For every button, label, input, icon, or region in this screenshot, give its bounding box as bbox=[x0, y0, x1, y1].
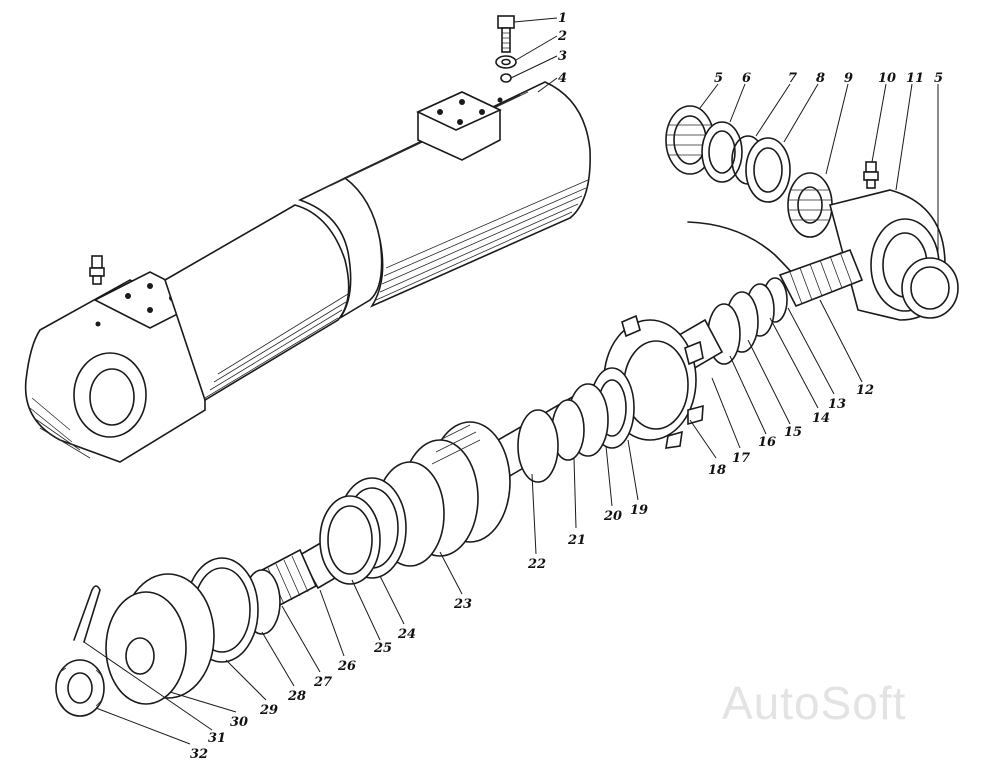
callout-17: 17 bbox=[732, 451, 750, 466]
callout-19: 19 bbox=[630, 503, 648, 518]
grease-nipple-rear-icon bbox=[89, 255, 105, 285]
callout-1: 1 bbox=[558, 11, 567, 26]
callout-21: 21 bbox=[567, 533, 586, 548]
callout-18: 18 bbox=[708, 463, 726, 478]
callout-10: 10 bbox=[878, 71, 896, 86]
port-bolt-1 bbox=[497, 15, 515, 53]
callout-14: 14 bbox=[812, 411, 830, 426]
o-ring-3 bbox=[500, 73, 512, 83]
cylinder-barrel bbox=[24, 81, 591, 463]
watermark: AutoSoft bbox=[722, 677, 907, 729]
callout-7: 7 bbox=[788, 71, 797, 86]
leader-lines bbox=[83, 17, 939, 745]
callout-32: 32 bbox=[190, 747, 208, 762]
callout-11: 11 bbox=[906, 71, 924, 86]
cotter-pin-31-icon bbox=[73, 585, 101, 643]
grease-nipple-front-icon bbox=[863, 161, 879, 189]
callout-22: 22 bbox=[527, 557, 546, 572]
callout-8: 8 bbox=[816, 71, 825, 86]
callout-5-left: 5 bbox=[714, 71, 723, 86]
cylinder-head-group bbox=[665, 105, 959, 321]
callout-5-right: 5 bbox=[934, 71, 943, 86]
callout-2: 2 bbox=[557, 29, 567, 44]
callout-28: 28 bbox=[287, 689, 306, 704]
callout-3: 3 bbox=[558, 49, 567, 64]
callout-30: 30 bbox=[230, 715, 248, 730]
callout-4: 4 bbox=[558, 71, 567, 86]
callout-13: 13 bbox=[828, 397, 846, 412]
callout-20: 20 bbox=[603, 509, 622, 524]
callout-12: 12 bbox=[856, 383, 874, 398]
callout-9: 9 bbox=[844, 71, 853, 86]
piston-rod-assembly bbox=[55, 248, 864, 717]
callout-16: 16 bbox=[758, 435, 776, 450]
callout-25: 25 bbox=[373, 641, 392, 656]
castle-nut-32-icon bbox=[55, 659, 105, 717]
washer-2 bbox=[495, 55, 517, 69]
callout-15: 15 bbox=[784, 425, 802, 440]
callout-24: 24 bbox=[397, 627, 416, 642]
callout-23: 23 bbox=[453, 597, 472, 612]
callout-31: 31 bbox=[208, 731, 226, 746]
callout-29: 29 bbox=[259, 703, 278, 718]
callout-labels: 1 2 3 4 5 6 7 8 9 10 11 5 12 13 14 15 16… bbox=[190, 11, 943, 762]
callout-27: 27 bbox=[313, 675, 332, 690]
callout-26: 26 bbox=[337, 659, 356, 674]
callout-6: 6 bbox=[742, 71, 751, 86]
